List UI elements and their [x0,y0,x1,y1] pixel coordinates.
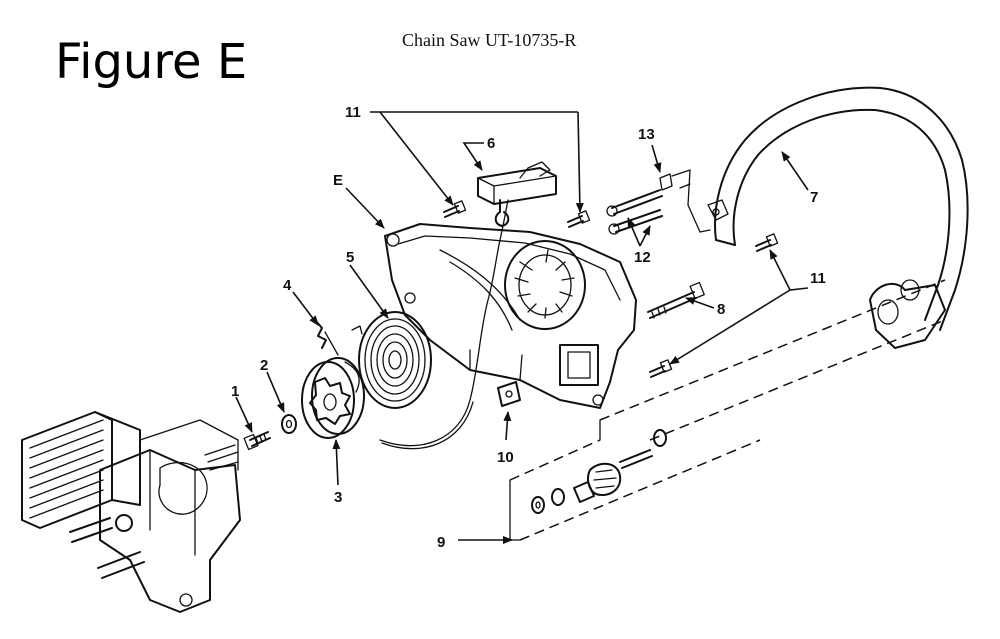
callout-8: 8 [717,301,725,318]
part-3-starter-pulley [301,357,365,439]
part-11-screw-top-right [567,210,591,228]
callout-12: 12 [634,249,651,266]
figure-label: Figure E [55,34,248,90]
part-8-bolt [647,281,705,319]
callout-labels: 11 6 E 5 4 2 1 3 13 12 7 11 8 10 9 [231,104,826,551]
callout-11-right: 11 [810,270,826,287]
callout-13: 13 [638,126,655,143]
callout-10: 10 [497,449,514,466]
callout-6: 6 [487,135,495,152]
part-5-rewind-spring [351,311,432,409]
leader-lines [235,111,809,544]
callout-9: 9 [437,534,445,551]
part-2-washer [281,414,297,434]
document-title: Chain Saw UT-10735-R [402,30,577,50]
callout-1: 1 [231,383,239,400]
part-13-bracket [659,169,711,233]
part-1-screw [243,431,271,451]
callout-5: 5 [346,249,354,266]
callout-4: 4 [283,277,292,294]
part-E-starter-housing [384,223,637,409]
part-7-handle-bar [707,86,969,349]
part-4-rewind-spring-anchor [314,319,339,356]
callout-3: 3 [334,489,342,506]
part-12-bolts [606,189,663,235]
callout-2: 2 [260,357,268,374]
part-11-screw-lower [649,359,673,378]
part-9-mount-assembly [509,279,946,541]
part-10-nut-plate [497,381,521,407]
callout-11-top: 11 [345,104,361,121]
callout-7: 7 [810,189,818,206]
part-6-starter-handle [477,161,557,227]
callout-E: E [333,172,343,189]
part-11-screw-top-left [443,200,467,218]
part-11-screw-right [755,233,779,252]
starter-rope [379,199,509,450]
engine-block [21,411,241,613]
